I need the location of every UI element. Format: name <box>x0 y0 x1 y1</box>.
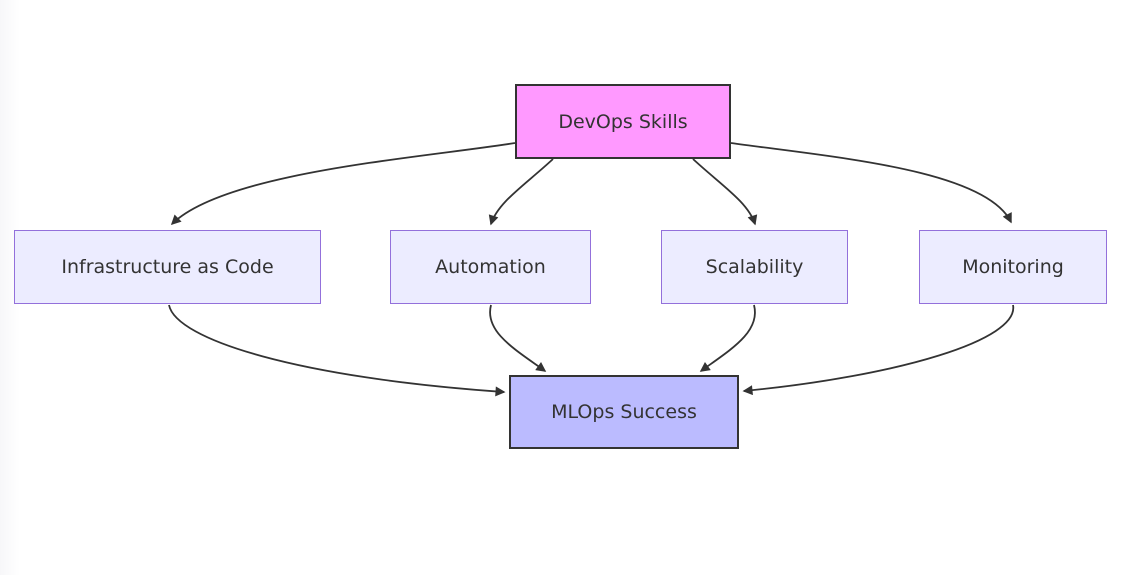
node-infrastructure-as-code[interactable]: Infrastructure as Code <box>14 230 321 304</box>
edge-devops-to-scalability <box>692 158 758 226</box>
edge-automation-to-mlops <box>489 304 547 372</box>
node-devops-skills[interactable]: DevOps Skills <box>515 84 731 159</box>
node-monitoring-label: Monitoring <box>962 256 1064 278</box>
edge-monitoring-to-mlops <box>742 304 1014 396</box>
edge-devops-to-automation <box>488 158 554 226</box>
node-automation-label: Automation <box>435 256 546 278</box>
node-monitoring[interactable]: Monitoring <box>919 230 1107 304</box>
node-devops-skills-label: DevOps Skills <box>558 110 688 133</box>
node-mlops-success-label: MLOps Success <box>551 401 697 423</box>
edge-devops-to-monitoring <box>730 142 1012 224</box>
edge-devops-to-iac <box>170 142 516 226</box>
node-infrastructure-as-code-label: Infrastructure as Code <box>61 256 274 278</box>
node-automation[interactable]: Automation <box>390 230 591 304</box>
node-scalability-label: Scalability <box>705 256 804 278</box>
node-mlops-success[interactable]: MLOps Success <box>509 375 739 449</box>
edge-scalability-to-mlops <box>699 304 756 372</box>
node-scalability[interactable]: Scalability <box>661 230 848 304</box>
edge-iac-to-mlops <box>168 304 506 397</box>
